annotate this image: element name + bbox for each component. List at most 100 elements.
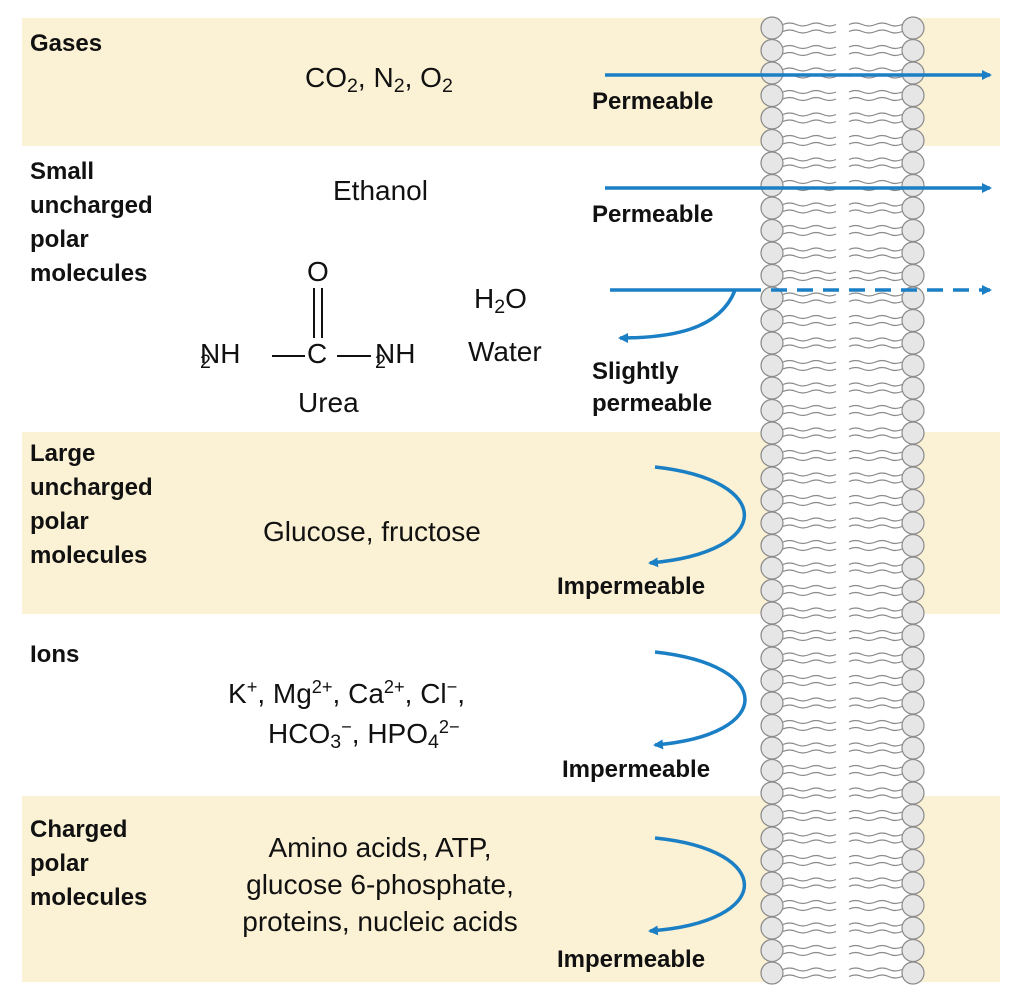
lipid-tail [848,231,903,237]
molecule-ions-line2: HCO3−, HPO42− [268,717,460,753]
lipid-tail [782,269,837,275]
lipid-tail [782,299,837,304]
lipid-tail [848,697,903,702]
lipid-tail [848,314,903,320]
category-line: Large [30,440,96,467]
lipid-tail [848,344,903,349]
lipid-tail [782,44,837,50]
lipid-tail [782,569,837,574]
molecule-ethanol: Ethanol [333,175,428,206]
lipid-head [760,961,784,985]
lipid-tail [782,231,837,237]
lipid-tail [782,22,837,27]
lipid-tail [782,771,837,777]
lipid-tail [782,524,837,529]
lipid-tail [782,141,837,147]
lipid-tail [848,614,903,619]
lipid-tail [782,539,837,545]
lipid-tail [782,562,837,567]
lipid-tail [848,659,903,664]
lipid-tail [782,359,837,365]
category-line: polar [30,226,89,253]
lipid-tail [782,839,837,844]
lipid-tail [848,89,903,95]
category-ions: Ions [30,641,80,668]
label-permeable-gases: Permeable [592,88,714,115]
lipid-tail [782,389,837,394]
lipid-tail [782,67,837,72]
lipid-tail [848,254,903,259]
lipid-tail [782,321,837,327]
category-small-polar: Small uncharged polar molecules [30,155,153,291]
lipid-tail [782,929,837,934]
lipid-tail [782,787,837,792]
lipid-tail [782,861,837,867]
lipid-tail [848,839,903,844]
lipid-tail [848,591,903,597]
lipid-tail [848,456,903,462]
lipid-tail [848,944,903,950]
label-impermeable-glucose: Impermeable [557,573,706,600]
lipid-tail [782,674,837,680]
lipid-tail [848,764,903,770]
lipid-tail [848,816,903,822]
label-impermeable-charged: Impermeable [557,946,706,973]
lipid-tail [782,704,837,709]
lipid-tail [782,134,837,140]
lipid-tail [848,382,903,387]
lipid-head [901,961,925,985]
molecule-water-name: Water [468,336,542,367]
lipid-tail [782,119,837,124]
category-line: uncharged [30,192,153,219]
lipid-tail [782,974,837,979]
lipid-tail [848,276,903,282]
lipid-tail [848,224,903,230]
urea-carbon: C [307,338,328,369]
arrow-impermeable-glucose [648,465,747,568]
molecule-glucose: Glucose, fructose [263,516,481,547]
lipid-tail [848,179,903,185]
lipid-tail [782,951,837,957]
lipid-tail [848,877,903,882]
molecule-gases: CO2, N2, O2 [305,62,453,97]
lipid-tail [782,659,837,664]
lipid-tail [782,382,837,387]
lipid-tail [782,179,837,185]
lipid-tail [782,427,837,432]
lipid-tail [848,771,903,777]
lipid-tail [848,809,903,815]
category-line: uncharged [30,474,153,501]
label-permeable-ethanol: Permeable [592,201,714,228]
lipid-tail [782,112,837,117]
category-line: molecules [30,542,148,569]
membrane-core [772,14,913,984]
lipid-tail [782,314,837,320]
lipid-tail [848,411,903,417]
lipid-tail [848,141,903,147]
lipid-tail [848,674,903,680]
lipid-tail [782,922,837,927]
lipid-tail [848,584,903,590]
lipid-tail [782,479,837,484]
lipid-tail [848,112,903,117]
lipid-tail [782,29,837,34]
lipid-tail [782,494,837,500]
lipid-tail [782,629,837,635]
lipid-tail [848,404,903,410]
lipid-tail [782,89,837,95]
category-line: Charged [30,816,128,843]
lipid-tail [848,929,903,934]
lipid-tail [848,832,903,837]
lipid-tail [848,359,903,365]
lipid-tail [848,569,903,574]
lipid-tail [782,652,837,657]
lipid-tail [848,134,903,140]
lipid-tail [848,681,903,687]
lipid-tail [848,29,903,34]
lipid-tail [848,546,903,552]
lipid-tail [848,366,903,372]
lipid-tail [848,562,903,567]
lipid-tail [782,254,837,259]
